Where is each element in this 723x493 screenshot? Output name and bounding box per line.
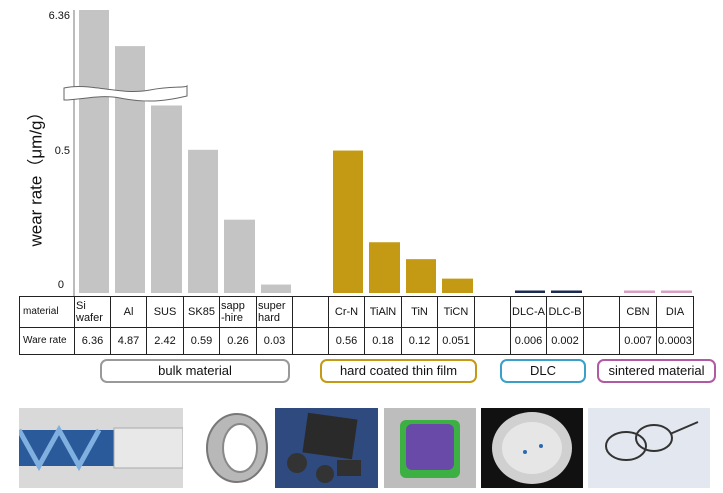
group-label-sintered-material: sintered material [597, 359, 716, 383]
table-cell-material [583, 296, 620, 328]
table-cell-ware-rate: 0.007 [619, 327, 657, 355]
table-cell-material: CBN [619, 296, 657, 328]
bar-sapp-hire [224, 219, 255, 293]
table-header-ware-rate: Ware rate [19, 327, 75, 355]
bar-dlc-a [515, 290, 545, 293]
group-label-hard-coated-thin-film: hard coated thin film [320, 359, 477, 383]
table-cell-ware-rate [583, 327, 620, 355]
drill-bit-photo [19, 408, 183, 488]
group-label-dlc: DLC [500, 359, 586, 383]
y-tick-label: 0.5 [54, 145, 70, 157]
table-cell-ware-rate: 0.0003 [656, 327, 694, 355]
bar-sk85 [188, 149, 218, 293]
eyeglasses-photo [588, 408, 710, 488]
table-cell-material: TiCN [437, 296, 475, 328]
bar-ticn [442, 278, 473, 293]
table-header-material: material [19, 296, 75, 328]
coated-chip-photo [384, 408, 476, 488]
bar-dlc-b [551, 290, 582, 293]
bar-dia [661, 290, 692, 293]
table-cell-ware-rate: 2.42 [146, 327, 184, 355]
table-cell-material: Cr-N [328, 296, 365, 328]
y-tick-label: 0 [57, 279, 64, 291]
bar-si-wafer [79, 10, 109, 293]
table-cell-ware-rate: 0.12 [401, 327, 438, 355]
table-cell-material: SUS [146, 296, 184, 328]
table-cell-material: sapp-hire [219, 296, 257, 328]
bar-chart [63, 10, 692, 296]
table-cell-ware-rate: 0.59 [183, 327, 220, 355]
table-cell-ware-rate: 6.36 [74, 327, 111, 355]
table-cell-ware-rate: 0.26 [219, 327, 257, 355]
bar-tialn [369, 242, 400, 293]
table-cell-material: SK85 [183, 296, 220, 328]
bar-cr-n [333, 150, 363, 293]
bar-sus [151, 105, 182, 294]
table-cell-material [292, 296, 329, 328]
bar-cbn [624, 290, 655, 293]
table-cell-ware-rate: 0.03 [256, 327, 293, 355]
group-label-bulk-material: bulk material [100, 359, 290, 383]
table-cell-ware-rate: 0.051 [437, 327, 475, 355]
table-cell-material: DIA [656, 296, 694, 328]
table-cell-ware-rate: 0.006 [510, 327, 547, 355]
bar-al [115, 46, 145, 293]
table-cell-material: DLC-B [546, 296, 584, 328]
wafer-pieces-photo [275, 408, 378, 488]
table-cell-material: Al [110, 296, 147, 328]
optical-disc-photo [481, 408, 583, 488]
table-cell-material: TiAlN [364, 296, 402, 328]
table-cell-ware-rate: 4.87 [110, 327, 147, 355]
table-cell-ware-rate [292, 327, 329, 355]
table-cell-ware-rate [474, 327, 511, 355]
table-cell-ware-rate: 0.002 [546, 327, 584, 355]
table-cell-material [474, 296, 511, 328]
y-axis-label-text: wear rate（μm/g） [26, 103, 46, 247]
table-cell-material: TiN [401, 296, 438, 328]
bearing-ring-photo [204, 408, 270, 488]
table-cell-material: DLC-A [510, 296, 547, 328]
y-tick-label: 6.36 [48, 10, 70, 22]
axis-break-mark [63, 84, 188, 102]
bar-tin [406, 259, 436, 293]
bar-super-hard [261, 284, 291, 293]
bars-group [79, 10, 692, 294]
table-cell-ware-rate: 0.18 [364, 327, 402, 355]
y-axis-label: wear rate（μm/g） [14, 104, 54, 247]
table-cell-ware-rate: 0.56 [328, 327, 365, 355]
